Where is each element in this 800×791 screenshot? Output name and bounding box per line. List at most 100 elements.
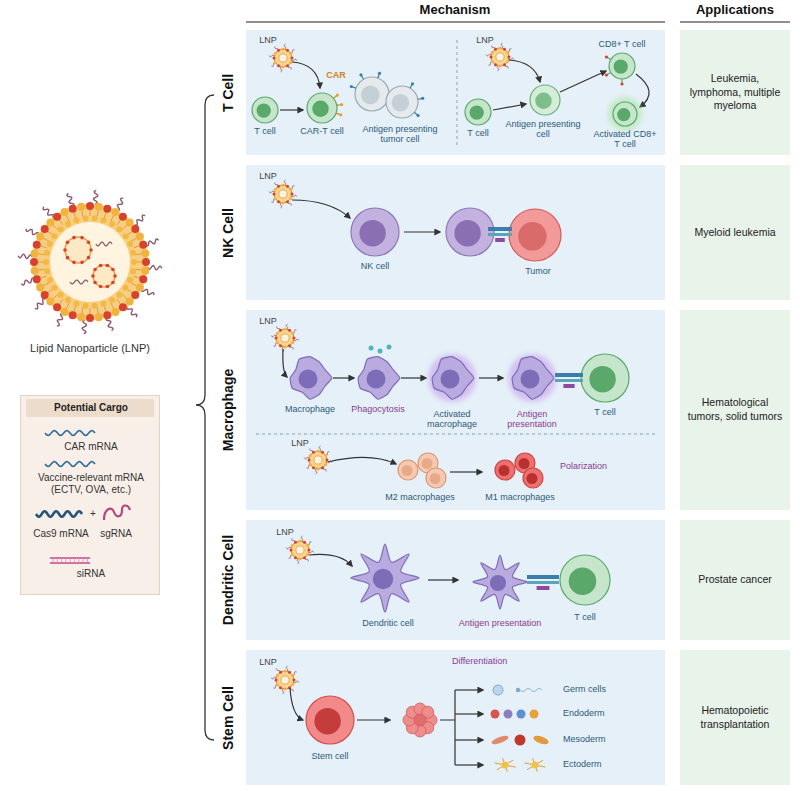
application-text: Hematopoietic transplantation [686,704,784,731]
arrow-line [333,377,354,378]
arrow-line [357,719,390,720]
illustration-part [491,60,494,63]
cell-label: Stem cell [302,751,358,761]
illustration-part [279,190,287,198]
cell-label: Antigen presenting tumor cell [357,124,443,145]
lipid-head [103,311,111,319]
illustration-part [274,188,277,191]
lipid-head [131,225,139,233]
receptor-bar [488,227,512,231]
lipid-head [95,313,103,321]
row-heading: Dendritic Cell [220,535,236,625]
illustration-part [314,456,322,464]
germ-cell [493,685,503,695]
lipid-head [86,314,94,322]
mrna-strand [34,298,47,310]
illustration-part [276,671,294,689]
lipid-head [53,303,61,311]
column-heading: Mechanism [355,3,555,18]
cargo-text: Cas9 mRNA [26,528,96,540]
macrophage [290,357,332,400]
cell-nucleus [521,370,540,389]
cell-nucleus [430,473,441,484]
arrow-line [509,60,540,82]
lipid-head [123,233,129,239]
sirna-rung [57,558,58,563]
rna-strand [36,511,82,517]
lipid-head [66,241,70,245]
illustration-part [491,51,494,54]
cell-nucleus [299,370,318,389]
figure-label: Lipid Nanoparticle (LNP) [15,342,165,355]
illustration-part [506,51,509,54]
cell-label: Antigen presentation [499,409,565,430]
illustration-part [277,200,280,203]
receptor-bar [495,238,505,242]
cargo-box: Potential CargoCAR mRNAVaccine-relevant … [20,395,160,595]
rna-strand [96,242,112,246]
illustration-part [282,184,285,187]
cell-label: LNP [470,35,500,45]
illustration-part [279,54,287,62]
antigen-presenting-cell [530,85,560,115]
illustration-part [293,679,296,682]
row-heading: Stem Cell [220,686,236,750]
cell-label: M1 macrophages [482,492,558,502]
cell-label: Tumor [518,266,558,276]
lipid-head [126,298,134,306]
cell-nucleus [441,370,460,389]
cell-label: LNP [270,527,300,537]
header-rule [680,21,790,22]
mesoderm-cell [491,734,510,746]
cd8-t-cell [609,53,635,79]
cell-nucleus [402,465,413,476]
cell-nucleus [569,568,597,596]
cargo-text: Vaccine-relevant mRNA (ECTV, OVA, etc.) [29,472,153,496]
application-panel: Prostate cancer [680,520,790,640]
cell-nucleus [535,93,552,110]
cell-nucleus [359,220,385,246]
illustration-part [294,556,297,559]
illustration-part [286,185,289,188]
arrow-line [636,74,649,107]
cell-label: Antigen presentation [450,618,550,628]
illustration-part [309,454,312,457]
t-cell [465,99,491,125]
arrow-line [455,764,483,765]
lipid-head [30,258,38,266]
illustration-part [279,329,282,332]
illustration-part [18,22,790,772]
illustration-part [288,671,291,674]
lnp-core [50,222,130,302]
illustration-part [499,47,502,50]
lipid-head [93,281,97,285]
header-rule [246,21,665,22]
illustration-part [490,56,493,59]
cell-label: Endoderm [563,708,643,718]
lipid-head [92,303,98,309]
lipid-head [92,215,98,221]
illustration-part [277,185,280,188]
application-panel: Myeloid leukemia [680,165,790,300]
lipid-head [63,248,67,252]
cell-label: CD8+ T cell [592,39,652,49]
illustration-part [317,468,320,471]
cell-nucleus [518,222,547,251]
lipid-head [111,281,115,285]
antigen-presenting-macrophage [512,357,554,400]
illustration-part [303,556,306,559]
mrna-strand [18,254,32,259]
cell-label: T cell [247,126,283,136]
inner-vesicle [93,265,115,287]
receptor-tip [378,72,381,75]
rna-strand [520,689,542,692]
lipid-head [73,301,79,307]
illustration-part [291,683,294,686]
lipid-head [69,205,77,213]
neuron-body [532,762,539,769]
lnp-icon [286,536,314,564]
lipid-head [86,202,94,210]
rna-strand [45,462,95,467]
cell-label: NK cell [350,261,400,271]
lnp-icon [269,180,297,208]
